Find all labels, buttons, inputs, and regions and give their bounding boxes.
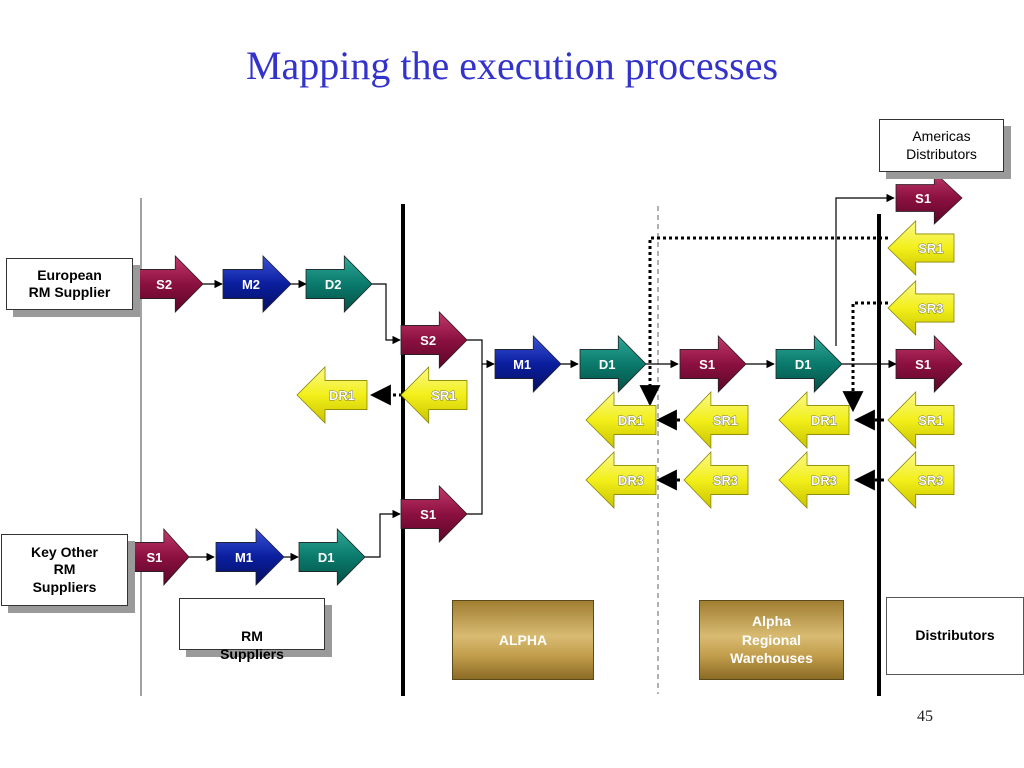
process-label: S1 [915, 357, 931, 372]
process-label: D1 [318, 550, 335, 565]
process-label: DR1 [618, 413, 644, 428]
process-dist-sr3-top: SR3 [887, 280, 955, 336]
process-eu-s2: S2 [136, 255, 204, 313]
process-wh-s1: S1 [679, 335, 747, 393]
process-wh-dr1: DR1 [585, 391, 657, 449]
process-wh-sr1: SR1 [683, 391, 749, 449]
process-arrow-shape [400, 311, 468, 369]
process-alpha-m1: M1 [494, 335, 562, 393]
process-label: S1 [915, 191, 931, 206]
process-arrow-shape [775, 335, 843, 393]
process-key-s1: S1 [128, 527, 190, 587]
process-arrow-shape [895, 335, 963, 393]
process-arrow-shape [400, 366, 468, 424]
process-label: S2 [156, 277, 172, 292]
process-key-m1: M1 [215, 528, 285, 586]
process-wh-sr3: SR3 [683, 451, 749, 509]
process-label: SR1 [918, 241, 943, 256]
process-dist-sr1: SR1 [887, 391, 955, 449]
process-label: D1 [795, 357, 812, 372]
process-arrow-shape [778, 391, 850, 449]
process-label: SR1 [918, 413, 943, 428]
process-eu-m2: M2 [222, 255, 292, 313]
process-label: SR3 [918, 301, 943, 316]
process-americas-s1: S1 [895, 171, 963, 225]
process-eu-d2: D2 [305, 255, 373, 313]
process-arrow-shape [585, 391, 657, 449]
process-alpha-d1: D1 [579, 335, 647, 393]
process-label: S1 [146, 550, 162, 565]
process-wh-dr1b: DR1 [778, 391, 850, 449]
process-label: S2 [420, 333, 436, 348]
process-dist-s1: S1 [895, 335, 963, 393]
process-arrow-shape [895, 171, 963, 225]
page-title: Mapping the execution processes [245, 43, 779, 88]
process-arrow-shape [679, 335, 747, 393]
process-label: SR3 [918, 473, 943, 488]
process-arrow-shape [585, 451, 657, 509]
process-arrow-shape [400, 485, 468, 543]
process-arrow-shape [298, 528, 366, 586]
process-dr1-left: DR1 [296, 366, 368, 424]
process-arrow-shape [136, 255, 204, 313]
process-arrow-shape [887, 451, 955, 509]
process-label: S1 [420, 507, 436, 522]
process-alpha-s2: S2 [400, 311, 468, 369]
process-arrow-shape [887, 280, 955, 336]
process-arrow-shape [494, 335, 562, 393]
process-arrow-shape [887, 220, 955, 276]
process-label: SR1 [713, 413, 738, 428]
process-alpha-s1: S1 [400, 485, 468, 543]
process-alpha-sr1: SR1 [400, 366, 468, 424]
process-label: DR1 [811, 413, 837, 428]
process-arrow-shape [128, 527, 190, 587]
process-arrow-shape [222, 255, 292, 313]
process-label: DR3 [618, 473, 644, 488]
process-wh-dr3b: DR3 [778, 451, 850, 509]
process-arrow-shape [579, 335, 647, 393]
process-key-d1: D1 [298, 528, 366, 586]
process-arrow-shape [215, 528, 285, 586]
process-label: DR3 [811, 473, 837, 488]
process-arrow-shape [778, 451, 850, 509]
solid-connectors [188, 193, 897, 562]
process-label: SR3 [713, 473, 738, 488]
process-arrow-shape [683, 451, 749, 509]
process-dist-sr3: SR3 [887, 451, 955, 509]
process-label: S1 [699, 357, 715, 372]
process-arrow-shape [887, 391, 955, 449]
process-dist-sr1-top: SR1 [887, 220, 955, 276]
distributors-box: Distributors [886, 597, 1024, 675]
process-label: DR1 [329, 388, 355, 403]
process-label: SR1 [431, 388, 456, 403]
process-arrow-shape [296, 366, 368, 424]
process-label: M1 [235, 550, 253, 565]
process-label: M2 [242, 277, 260, 292]
page-number: 45 [917, 708, 933, 725]
alpha-box: ALPHA [452, 600, 594, 680]
process-label: D2 [325, 277, 342, 292]
process-wh-d1: D1 [775, 335, 843, 393]
process-wh-dr3: DR3 [585, 451, 657, 509]
process-arrow-shape [683, 391, 749, 449]
process-label: M1 [513, 357, 531, 372]
dotted-connectors [369, 236, 888, 491]
process-label: D1 [599, 357, 616, 372]
process-arrow-shape [305, 255, 373, 313]
